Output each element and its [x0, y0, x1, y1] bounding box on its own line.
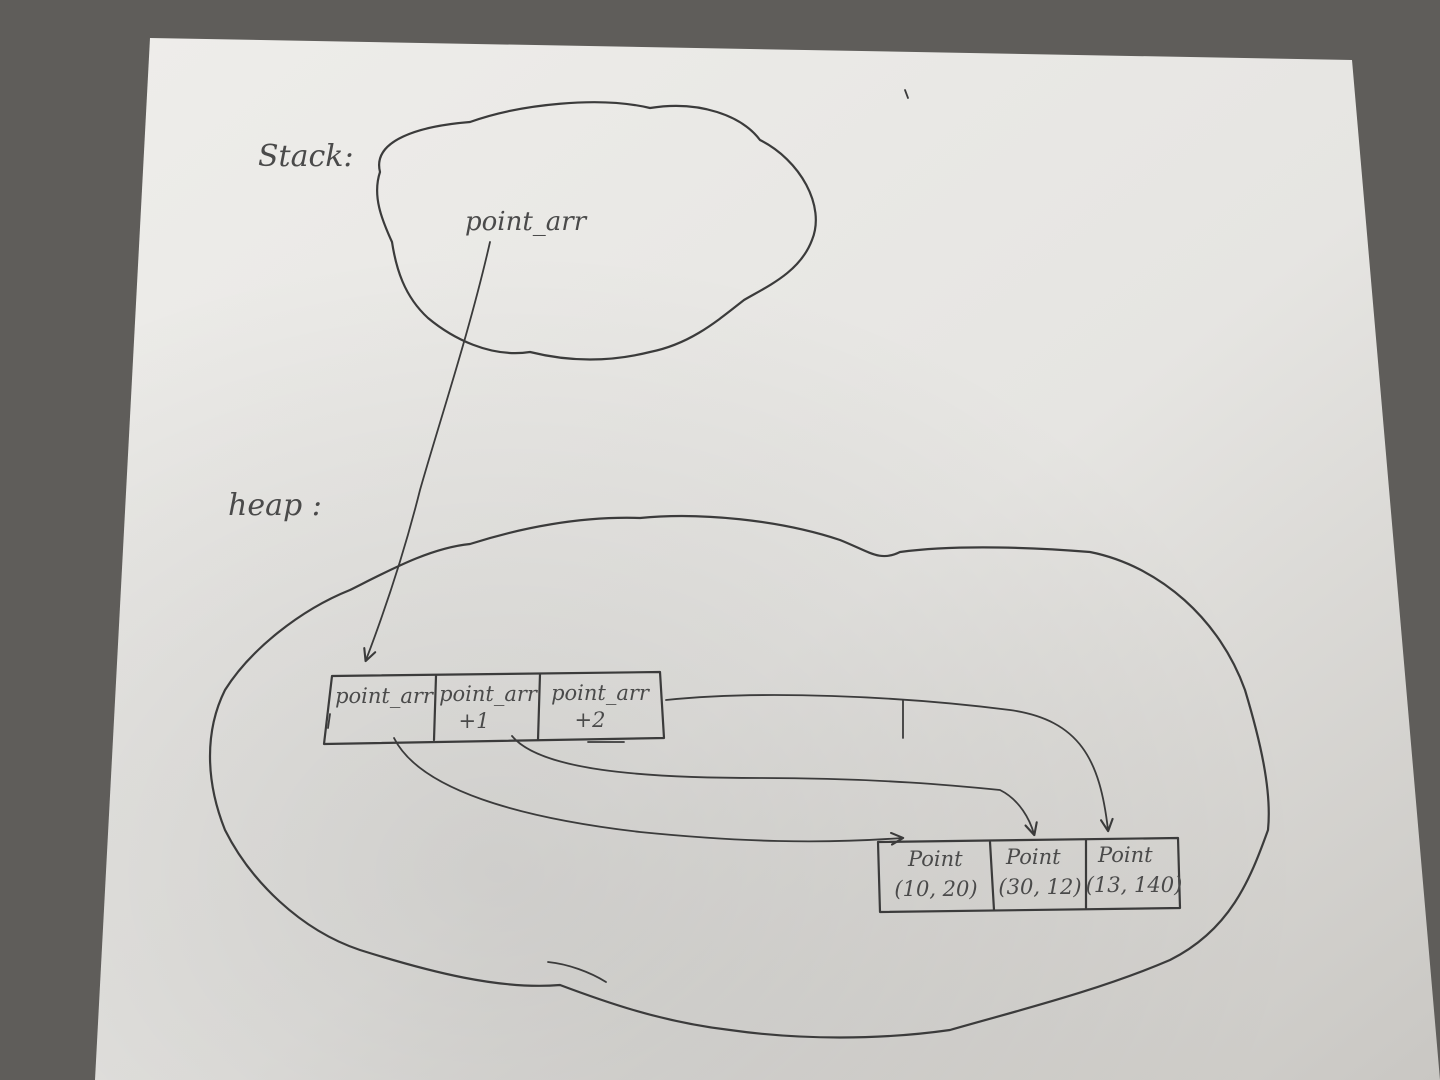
paper-shadow	[95, 38, 1440, 1080]
pointer-cell-1: point_arr +1	[439, 682, 539, 733]
paper-dot	[904, 89, 909, 99]
pointer-cell-0-line1: point_arr	[335, 684, 435, 708]
pointer-cell-2: point_arr +2	[551, 681, 651, 732]
pointer-cell-2-line2: +2	[575, 708, 606, 732]
point-cell-2-line2: (13, 140)	[1086, 873, 1183, 897]
heap-label: heap :	[228, 488, 322, 523]
pointer-cell-0: point_arr	[335, 684, 435, 708]
stack-variable: point_arr	[465, 207, 588, 237]
pointer-array: point_arr point_arr +1 point_arr +2	[322, 670, 666, 746]
point-cell-1-line2: (30, 12)	[998, 875, 1081, 899]
heap-cloud-scribble	[547, 961, 607, 983]
heap-cloud	[208, 514, 1270, 1039]
point-cell-1: Point (30, 12)	[998, 845, 1081, 899]
point-cell-0-line2: (10, 20)	[894, 877, 977, 901]
point-cell-1-line1: Point	[1005, 845, 1061, 869]
cell1-to-point1-arrow	[511, 735, 1038, 837]
cell0-to-point0-arrow	[393, 737, 905, 846]
stack-cloud	[376, 101, 817, 361]
point-array: Point (10, 20) Point (30, 12) Point (13,…	[876, 836, 1183, 914]
stack-to-heap-arrow	[363, 241, 491, 663]
pointer-cell-1-line2: +1	[459, 709, 490, 733]
cell2-to-point2-arrow	[665, 694, 1114, 833]
point-cell-0-line1: Point	[907, 847, 963, 871]
point-cell-2: Point (13, 140)	[1086, 843, 1183, 897]
point-cell-0: Point (10, 20)	[894, 847, 977, 901]
pointer-cell-1-line1: point_arr	[439, 682, 539, 706]
point-cell-2-line1: Point	[1097, 843, 1153, 867]
pointer-cell-2-line1: point_arr	[551, 681, 651, 705]
stack-label: Stack:	[258, 139, 354, 174]
